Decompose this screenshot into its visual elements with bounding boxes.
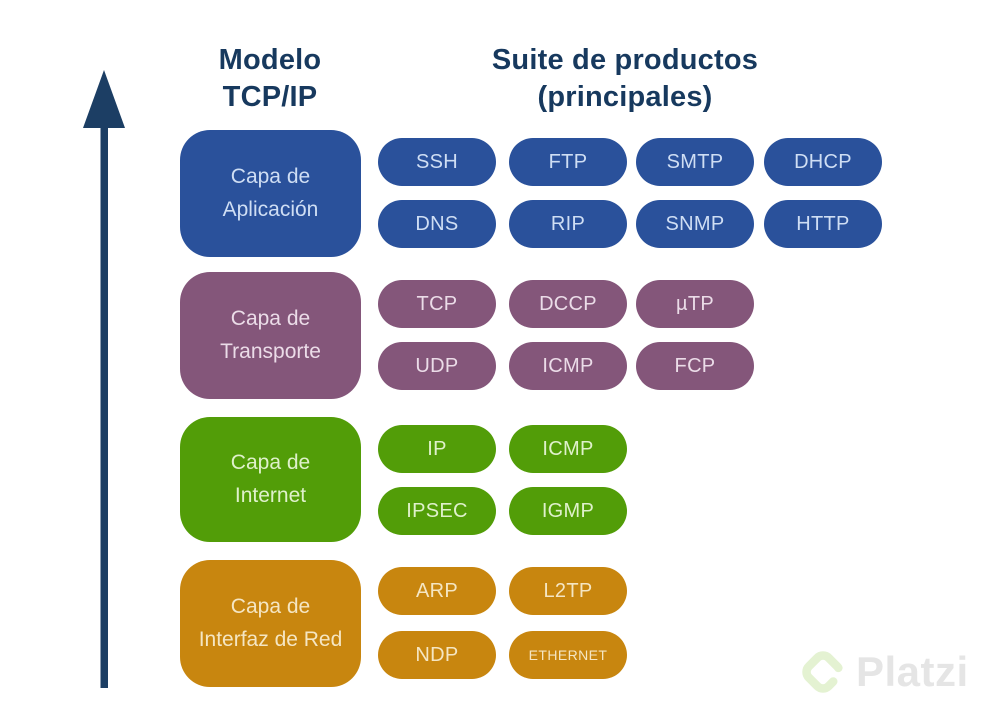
layer-box-aplicacion: Capa de Aplicación xyxy=(180,130,361,257)
protocol-pill-ethernet: ETHERNET xyxy=(509,631,627,679)
protocol-pill-dhcp: DHCP xyxy=(764,138,882,186)
protocol-pill-igmp: IGMP xyxy=(509,487,627,535)
protocol-pill-dns: DNS xyxy=(378,200,496,248)
protocol-pill-ssh: SSH xyxy=(378,138,496,186)
platzi-logo-icon xyxy=(802,651,844,693)
protocol-pill-icmp-internet: ICMP xyxy=(509,425,627,473)
up-arrow-icon xyxy=(83,70,125,688)
protocol-pill-ndp: NDP xyxy=(378,631,496,679)
protocol-pill-dccp: DCCP xyxy=(509,280,627,328)
protocol-pill-rip: RIP xyxy=(509,200,627,248)
protocol-pill-l2tp: L2TP xyxy=(509,567,627,615)
protocol-pill-smtp: SMTP xyxy=(636,138,754,186)
protocol-pill-ftp: FTP xyxy=(509,138,627,186)
layer-box-interfaz-de-red: Capa de Interfaz de Red xyxy=(180,560,361,687)
protocol-pill-utp: µTP xyxy=(636,280,754,328)
layer-box-internet: Capa de Internet xyxy=(180,417,361,542)
protocol-pill-snmp: SNMP xyxy=(636,200,754,248)
protocol-pill-arp: ARP xyxy=(378,567,496,615)
protocol-pill-http: HTTP xyxy=(764,200,882,248)
column-header-products: Suite de productos (principales) xyxy=(491,44,759,114)
protocol-pill-udp: UDP xyxy=(378,342,496,390)
protocol-pill-fcp: FCP xyxy=(636,342,754,390)
protocol-pill-icmp-transport: ICMP xyxy=(509,342,627,390)
protocol-pill-tcp: TCP xyxy=(378,280,496,328)
protocol-pill-ipsec: IPSEC xyxy=(378,487,496,535)
protocol-pill-ip: IP xyxy=(378,425,496,473)
platzi-brand-text: Platzi xyxy=(856,648,969,695)
column-header-model: Modelo TCP/IP xyxy=(218,44,322,114)
layer-box-transporte: Capa de Transporte xyxy=(180,272,361,399)
platzi-watermark: Platzi xyxy=(796,645,969,699)
